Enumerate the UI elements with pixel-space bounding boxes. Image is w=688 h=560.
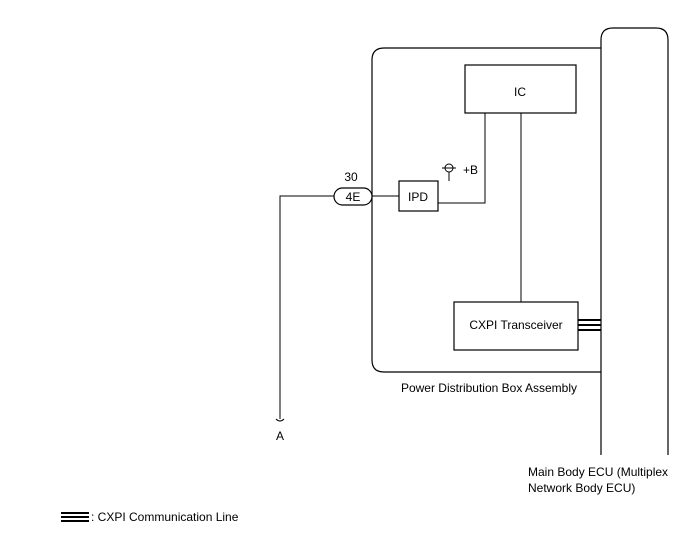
cxpi-communication-line bbox=[578, 319, 601, 331]
cxpi-transceiver-box bbox=[453, 301, 579, 351]
ecu-label-line2: Network Body ECU) bbox=[528, 481, 635, 495]
terminal-a-label: A bbox=[276, 429, 284, 443]
ic-label: IC bbox=[514, 85, 526, 99]
ipd-label: IPD bbox=[408, 190, 428, 204]
pin-number: 30 bbox=[344, 170, 358, 184]
assembly-label: Power Distribution Box Assembly bbox=[401, 381, 577, 395]
terminal-a-end bbox=[275, 418, 285, 422]
power-supply-icon bbox=[442, 163, 456, 173]
legend-label: : CXPI Communication Line bbox=[91, 510, 239, 524]
ecu-label-line1: Main Body ECU (Multiplex bbox=[528, 465, 668, 479]
terminal-a-wire bbox=[279, 195, 334, 419]
connector-label: 4E bbox=[346, 190, 361, 204]
cxpi-transceiver-label: CXPI Transceiver bbox=[469, 318, 562, 332]
power-distribution-box bbox=[371, 47, 601, 373]
power-supply-label: +B bbox=[463, 163, 478, 177]
ic-ipd-wire bbox=[438, 113, 486, 204]
legend-cxpi-line-symbol bbox=[61, 512, 89, 522]
main-body-ecu-block bbox=[600, 27, 669, 455]
